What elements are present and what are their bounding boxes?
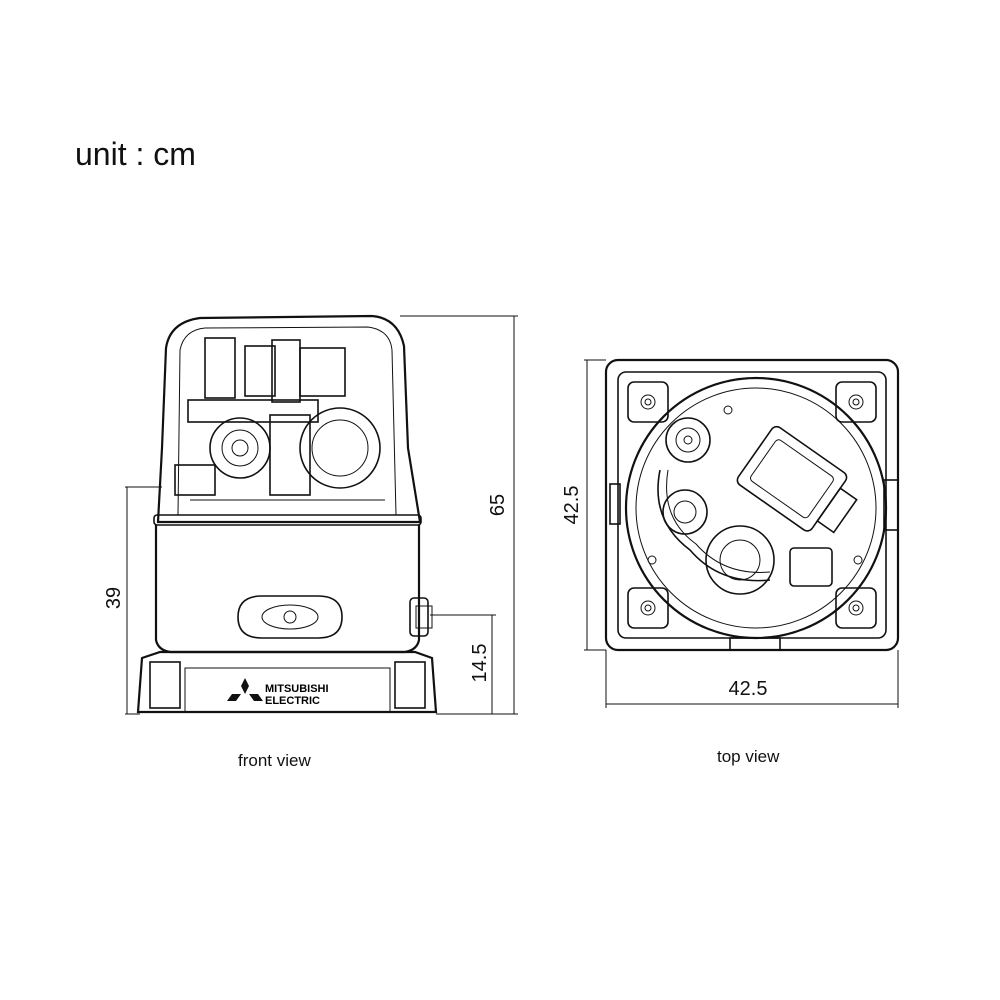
side-tab-right xyxy=(883,479,899,531)
dim-top-width: 42.5 xyxy=(729,678,768,700)
top-view-drawing: 42.5 42.5 xyxy=(561,358,900,708)
hole-1 xyxy=(647,555,657,565)
tank-body xyxy=(154,525,421,654)
capacitor-box xyxy=(299,347,346,397)
top-gauge-center xyxy=(683,435,693,445)
tank-flange xyxy=(153,514,422,526)
top-tank-inner-circle xyxy=(635,387,877,629)
brand-line1: MITSUBISHI xyxy=(265,683,329,695)
unit-label: unit : cm xyxy=(75,136,196,172)
corner-mount-br xyxy=(835,587,877,629)
top-pipe-inner xyxy=(666,469,771,573)
top-capacitor xyxy=(789,547,833,587)
front-cover-outline xyxy=(156,314,422,524)
pressure-switch xyxy=(204,337,236,399)
dim-front-outlet-height: 14.5 xyxy=(469,644,491,683)
flow-switch xyxy=(271,339,301,403)
nameplate-center xyxy=(283,610,297,624)
top-motor xyxy=(736,425,858,534)
top-gauge-inner xyxy=(675,427,701,453)
pipe-column xyxy=(269,414,311,496)
check-valve xyxy=(244,345,276,397)
top-outer-frame xyxy=(604,358,900,652)
hole-3 xyxy=(723,405,733,415)
hole-2 xyxy=(853,555,863,565)
corner-mount-bl xyxy=(627,587,669,629)
top-pump-housing xyxy=(705,525,775,595)
motor-body xyxy=(299,407,381,489)
base-foot-left xyxy=(149,661,181,709)
outlet-fitting xyxy=(409,597,429,637)
side-tab-left xyxy=(609,483,621,525)
brand-line2: ELECTRIC xyxy=(265,695,320,707)
dim-front-total-height: 65 xyxy=(487,494,509,516)
base-front-panel xyxy=(184,667,391,713)
front-view-caption: front view xyxy=(238,751,311,770)
front-cover-inner xyxy=(177,326,397,516)
dim-top-depth: 42.5 xyxy=(561,486,583,525)
pump-impeller xyxy=(221,429,259,467)
base-stand xyxy=(136,650,438,714)
top-inner-frame xyxy=(617,371,887,639)
top-view-caption: top view xyxy=(717,747,780,766)
pump-hub xyxy=(231,439,249,457)
top-gauge xyxy=(665,417,711,463)
dim-front-tank-height: 39 xyxy=(103,587,125,609)
front-view-drawing: MITSUBISHI ELECTRIC 39 65 14.5 xyxy=(103,314,518,715)
corner-mount-tl xyxy=(627,381,669,423)
motor-inner xyxy=(311,419,369,477)
nameplate xyxy=(237,595,343,639)
mitsubishi-logo-icon xyxy=(227,678,263,701)
pump-housing xyxy=(209,417,271,479)
outlet-nut xyxy=(415,605,433,629)
nameplate-inner xyxy=(261,604,319,630)
top-pump-inner xyxy=(719,539,761,581)
base-foot-right xyxy=(394,661,426,709)
pipe-manifold xyxy=(187,399,319,423)
corner-mount-tr xyxy=(835,381,877,423)
top-tank-circle xyxy=(624,376,888,640)
inlet-fitting xyxy=(174,464,216,496)
top-valve-inner xyxy=(673,500,697,524)
top-pipe xyxy=(657,469,771,582)
bottom-tab xyxy=(729,637,781,651)
